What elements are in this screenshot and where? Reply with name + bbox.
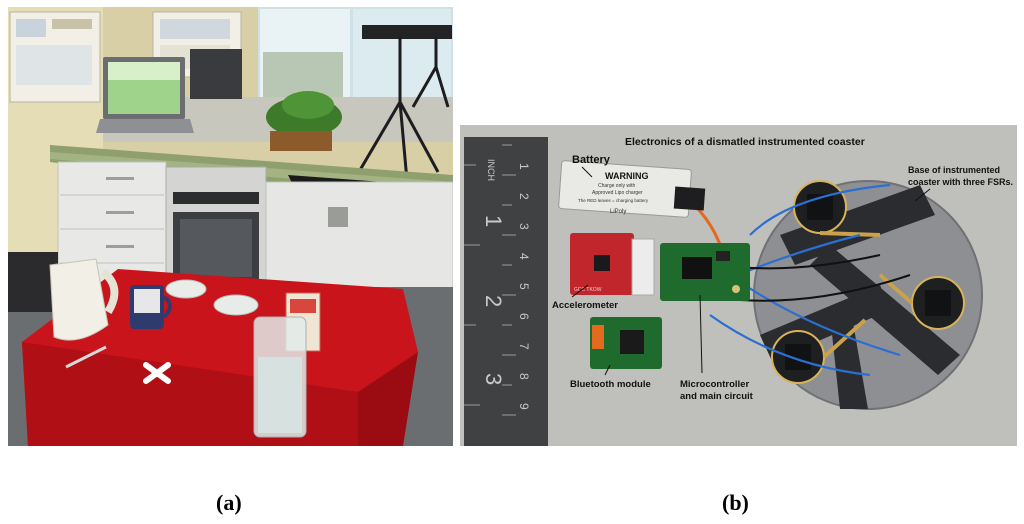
ruler-cm-mark: 5	[517, 283, 531, 290]
accelerometer-board	[570, 233, 655, 296]
label-bluetooth: Bluetooth module	[570, 379, 651, 390]
svg-text:GCC TKOW: GCC TKOW	[574, 287, 602, 293]
ruler-cm-mark: 4	[517, 253, 531, 260]
label-coaster-base-line2: coaster with three FSRs.	[908, 177, 1013, 187]
chair	[8, 252, 58, 312]
ruler-cm-mark: 1	[517, 163, 531, 170]
microcontroller-board	[660, 243, 750, 301]
svg-text:The RED leaves = charging batt: The RED leaves = charging battery	[578, 198, 649, 203]
spoon	[65, 345, 107, 369]
caption-a: (a)	[216, 490, 242, 515]
glass-bowl	[165, 279, 207, 299]
label-coaster-base: Base of instrumented	[908, 165, 1000, 175]
svg-text:LiPoly: LiPoly	[610, 209, 626, 215]
kitchen-scene	[8, 7, 453, 446]
panel-b-electronics-photo: INCH 1 2 3 1 2 3 4 5 6 7 8 9	[460, 125, 1017, 446]
ruler-cm-mark: 8	[517, 373, 531, 380]
ruler-inch-mark: 3	[481, 373, 506, 385]
ruler-inch-mark: 1	[481, 215, 506, 227]
ruler-cm-mark: 9	[517, 403, 531, 410]
caption-b: (b)	[722, 490, 749, 515]
ruler-cm-mark: 3	[517, 223, 531, 230]
label-microcontroller: Microcontroller	[680, 379, 749, 390]
camera-tripod	[351, 25, 452, 193]
kettle	[49, 258, 109, 341]
ruler-cm-mark: 7	[517, 343, 531, 350]
label-battery: Battery	[572, 154, 611, 166]
ruler-cm-mark: 2	[517, 193, 531, 200]
ruler-inch-mark: 2	[481, 295, 506, 307]
fsr-sensor	[793, 180, 847, 234]
svg-text:Charge only with: Charge only with	[598, 183, 635, 189]
fsr-sensor	[911, 276, 965, 330]
panel-a-kitchen-photo	[8, 7, 453, 446]
svg-text:Approved Lipo charger: Approved Lipo charger	[592, 190, 643, 196]
glass-bowl	[213, 294, 259, 316]
cross-mark	[143, 362, 171, 384]
panel-b-title: Electronics of a dismatled instrumented …	[625, 136, 865, 148]
black-tape	[760, 185, 960, 409]
ruler-cm-mark: 6	[517, 313, 531, 320]
electronics-scene: INCH 1 2 3 1 2 3 4 5 6 7 8 9	[460, 125, 1017, 446]
label-accelerometer: Accelerometer	[552, 300, 618, 311]
label-microcontroller-line2: and main circuit	[680, 391, 754, 402]
battery-warning: WARNING	[605, 171, 649, 181]
fsr-sensor	[771, 330, 825, 384]
bluetooth-module	[590, 317, 662, 369]
ruler-unit: INCH	[486, 159, 496, 181]
battery	[558, 160, 706, 218]
ruler	[464, 137, 548, 446]
